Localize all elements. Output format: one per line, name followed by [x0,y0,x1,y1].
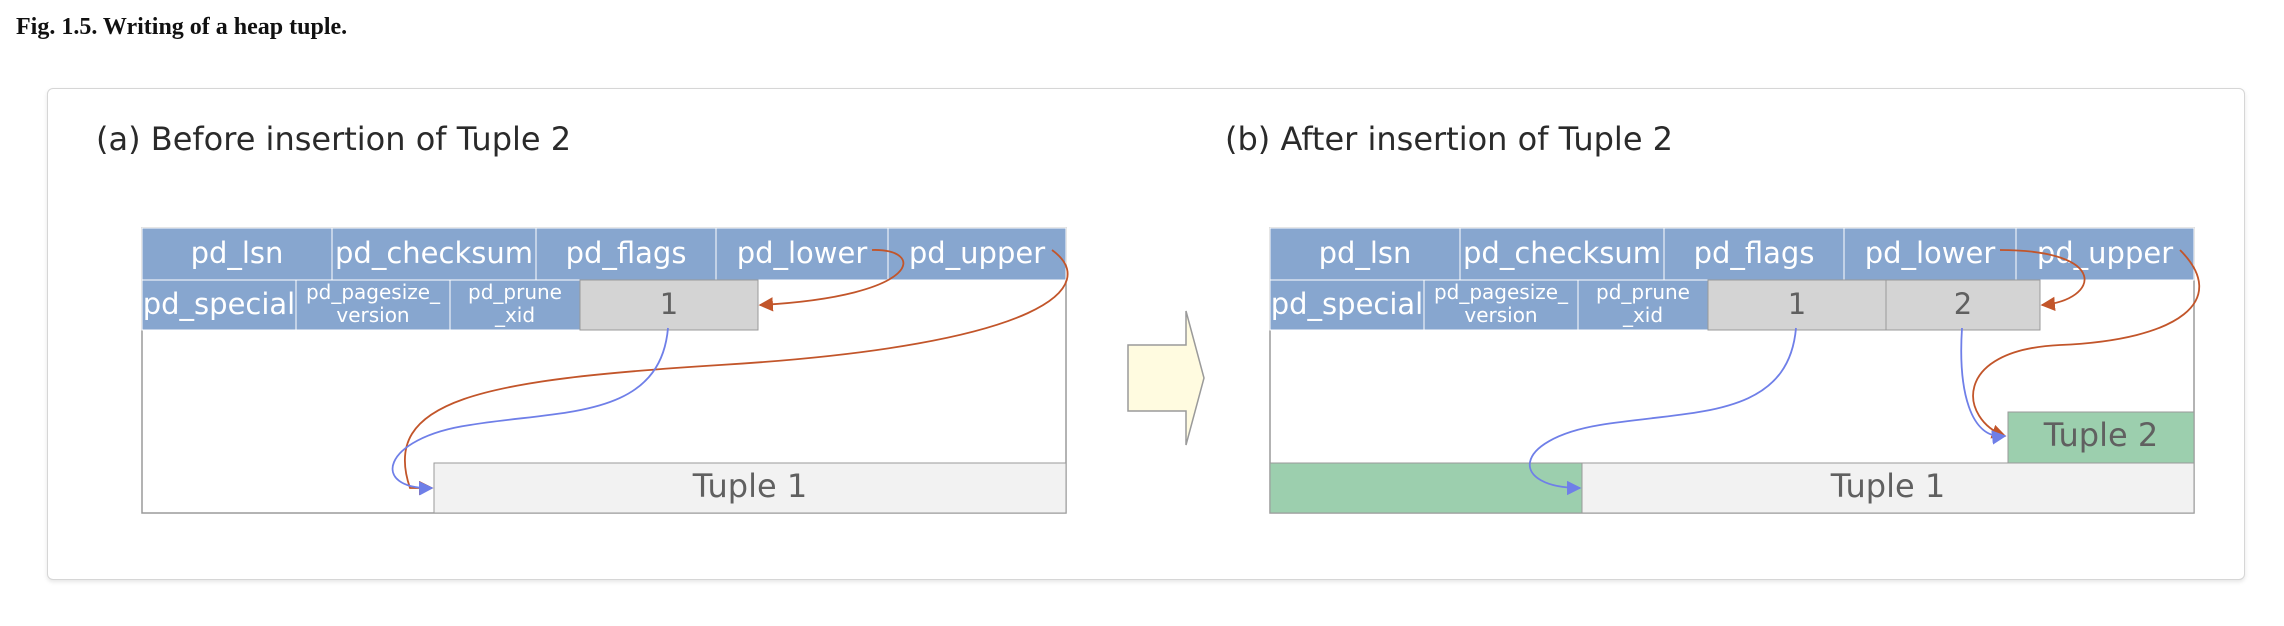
item-pointer-label: 2 [1954,287,1972,321]
tuple-2-label: Tuple 2 [2043,416,2158,454]
pd-upper-label: pd_upper [909,236,1045,270]
tuple-1-label: Tuple 1 [692,467,807,505]
pd-upper-arrow [1972,249,2201,439]
item-pointer-label: 1 [1788,287,1806,321]
pd-upper-cell [887,227,1067,281]
tuple-2 [2007,411,2195,464]
pd-upper-label: pd_upper [2037,236,2173,270]
panel-a-title: (a) Before insertion of Tuple 2 [96,120,571,158]
tuple-1 [1581,462,2195,514]
pd-prune-cell [1577,279,1709,331]
panel-b: (b) After insertion of Tuple 2 pd_lsn pd… [1225,120,2201,514]
item-pointer [579,279,759,331]
pd-flags-label: pd_flags [566,236,687,270]
item-pointer [1885,279,2041,331]
panel-a: (a) Before insertion of Tuple 2 pd_lsn p… [96,120,1069,514]
pd-lsn-cell [141,227,333,281]
pd-prune-label-line2: _xid [494,303,535,327]
figure-caption: Fig. 1.5. Writing of a heap tuple. [16,14,348,40]
pd-lower-cell [715,227,889,281]
transition-arrow [1127,310,1205,446]
pd-pagesize-label-line1: pd_pagesize_ [306,280,441,304]
pd-special-cell [141,279,297,331]
panel-b-title: (b) After insertion of Tuple 2 [1225,120,1673,158]
pd-pagesize-label-line2: version [1464,303,1537,327]
pd-lower-arrow [758,249,905,312]
pd-lower-cell [1843,227,2017,281]
pd-lsn-label: pd_lsn [1319,236,1412,270]
pd-lsn-label: pd_lsn [191,236,284,270]
pd-pagesize-cell [295,279,451,331]
tuple-1-label: Tuple 1 [1830,467,1945,505]
pd-checksum-label: pd_checksum [1463,236,1661,270]
pd-prune-cell [449,279,581,331]
tuple-1 [433,462,1067,514]
item-pointer-arrow [1960,327,2007,445]
pd-special-label: pd_special [143,287,296,321]
green-block [1269,462,1583,514]
pd-upper-cell [2015,227,2195,281]
pd-checksum-label: pd_checksum [335,236,533,270]
pd-pagesize-label-line1: pd_pagesize_ [1434,280,1569,304]
pd-prune-label-line1: pd_prune [468,280,562,304]
pd-flags-label: pd_flags [1694,236,1815,270]
item-pointer-label: 1 [660,287,678,321]
pd-prune-label-line2: _xid [1622,303,1663,327]
pd-prune-label-line1: pd_prune [1596,280,1690,304]
pd-pagesize-label-line2: version [336,303,409,327]
pd-lsn-cell [1269,227,1461,281]
pd-lower-label: pd_lower [1865,236,1996,270]
pd-upper-arrow [404,249,1069,496]
item-pointer-arrow [391,327,669,496]
pd-lower-label: pd_lower [737,236,868,270]
pd-lower-arrow [1999,249,2086,312]
item-pointer-arrow [1528,327,1797,496]
pd-special-label: pd_special [1271,287,1424,321]
